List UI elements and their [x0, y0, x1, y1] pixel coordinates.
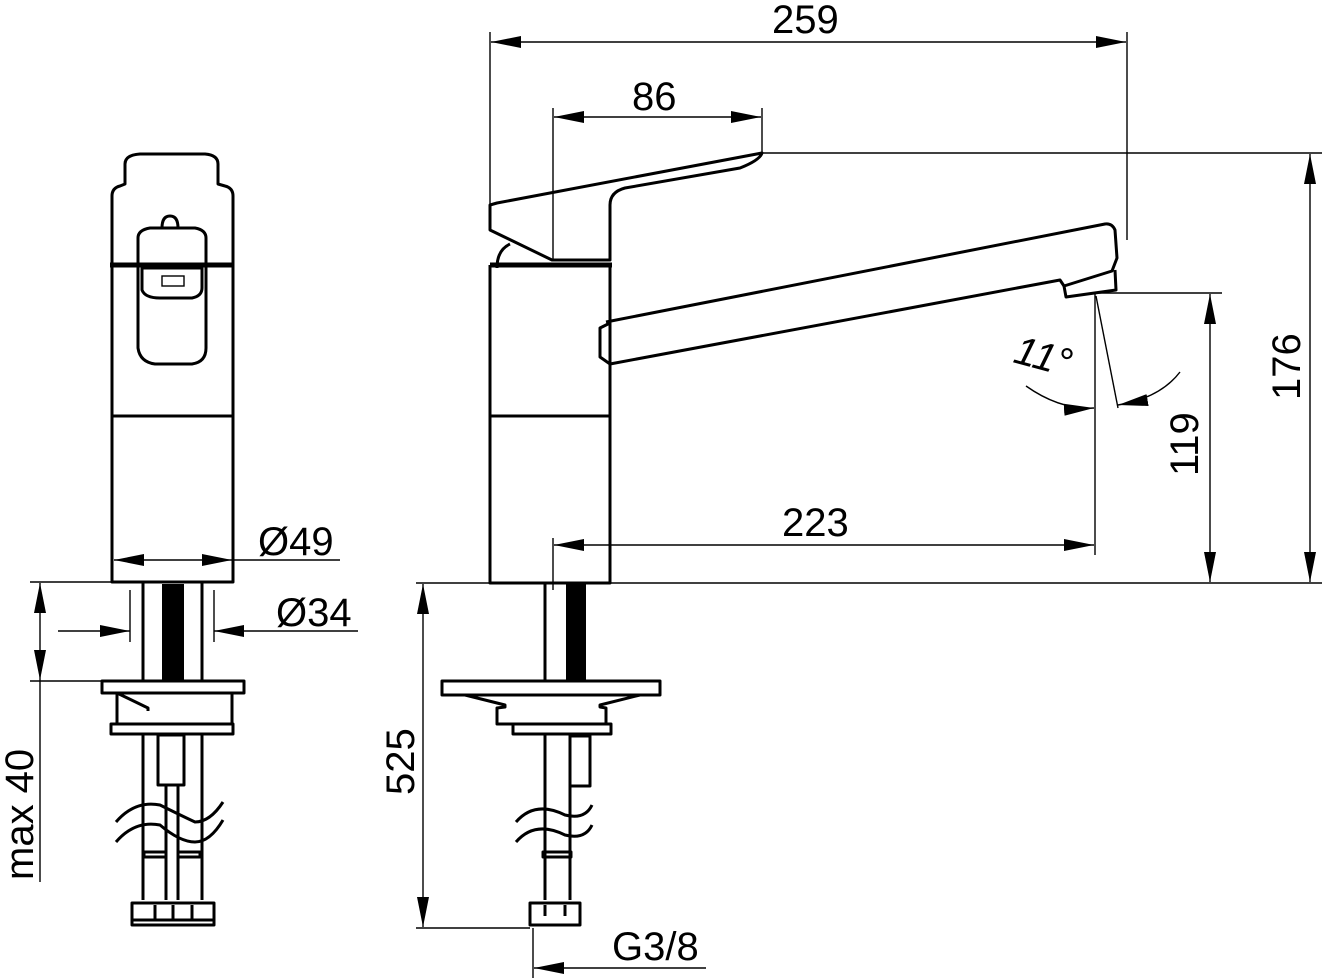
aerator-front	[140, 266, 204, 300]
side-view: 259 86 176 119 223 11° 525 G3/8	[379, 0, 1322, 978]
handle-cap	[110, 152, 235, 258]
threaded-rod-side	[566, 584, 586, 680]
spout	[598, 222, 1119, 366]
threaded-rod	[162, 584, 184, 680]
connection-nut-side	[528, 901, 582, 927]
label-max-deck: max 40	[0, 749, 42, 880]
mount-nut	[115, 693, 234, 726]
lever-front	[136, 226, 208, 366]
label-overall-reach: 259	[772, 0, 839, 42]
mount-plate	[100, 679, 246, 695]
lever-knob	[160, 214, 180, 229]
label-hose-length: 525	[379, 728, 423, 795]
body-front	[110, 258, 235, 584]
label-connection-thread: G3/8	[612, 925, 699, 969]
break-symbol	[114, 801, 225, 824]
connection-nuts	[130, 901, 216, 927]
label-shank-diameter: Ø34	[276, 591, 352, 635]
label-overall-height: 176	[1265, 333, 1309, 400]
label-spout-reach: 223	[782, 501, 849, 545]
label-lever-length: 86	[632, 75, 677, 119]
dim-spout-angle	[1025, 385, 1095, 416]
aerator-detail	[161, 275, 185, 287]
front-view: Ø49 Ø34 max 40	[0, 152, 358, 927]
body-side	[488, 265, 612, 585]
spray-angle-line	[1095, 295, 1119, 409]
mount-plate-side	[440, 679, 662, 697]
aerator	[1062, 269, 1118, 299]
label-body-diameter: Ø49	[258, 520, 334, 564]
label-spout-height: 119	[1163, 412, 1207, 476]
hose-center	[156, 733, 186, 787]
lever-side	[488, 151, 764, 262]
mount-washer	[109, 722, 235, 736]
label-spout-angle: 11°	[1010, 328, 1077, 385]
